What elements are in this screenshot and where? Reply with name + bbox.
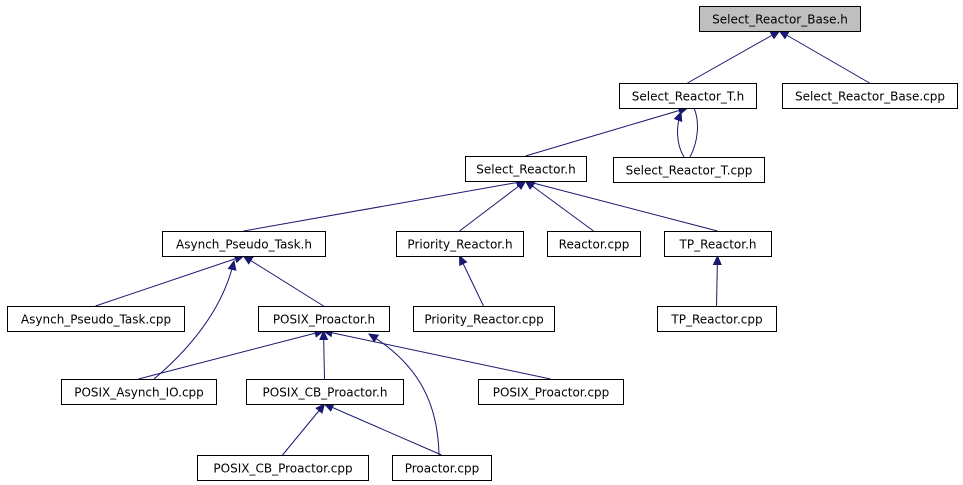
node-box (396, 231, 524, 257)
node-label: Asynch_Pseudo_Task.cpp (21, 313, 171, 327)
node-label: Asynch_Pseudo_Task.h (176, 238, 312, 252)
node-box (61, 379, 217, 405)
node-box (413, 306, 555, 332)
edge-select-reactor-t-h-to-select-reactor-base-h (687, 31, 780, 84)
node-box (478, 379, 624, 405)
edge-select-reactor-h-to-select-reactor-t-h (525, 108, 688, 157)
node-box (613, 157, 765, 183)
edge-reactor-cpp-to-select-reactor-h (526, 181, 594, 232)
node-box (657, 306, 777, 332)
node-label: Select_Reactor_Base.h (712, 13, 848, 27)
node-label: Select_Reactor.h (476, 163, 575, 177)
node-box (547, 231, 641, 257)
edge-posix-cb-proactor-h-to-posix-proactor-h (324, 331, 325, 380)
node-label: Proactor.cpp (405, 462, 480, 476)
edge-posix-proactor-cpp-to-posix-proactor-h (324, 331, 551, 380)
node-box (465, 156, 587, 182)
node-label: Select_Reactor_Base.cpp (795, 90, 945, 104)
node-priority-reactor-h[interactable]: Priority_Reactor.h (396, 231, 524, 257)
node-posix-proactor-h[interactable]: POSIX_Proactor.h (258, 306, 390, 332)
edge-select-reactor-base-cpp-to-select-reactor-base-h (780, 31, 870, 84)
node-label: POSIX_CB_Proactor.cpp (213, 462, 352, 476)
edge-tp-reactor-h-to-select-reactor-h (526, 181, 718, 232)
node-label: TP_Reactor.cpp (670, 313, 762, 327)
node-label: POSIX_Asynch_IO.cpp (74, 386, 204, 400)
node-box (246, 379, 404, 405)
node-label: Reactor.cpp (559, 238, 630, 252)
node-label: Select_Reactor_T.cpp (626, 164, 753, 178)
node-box (664, 231, 772, 257)
edge-proactor-cpp-to-posix-cb-proactor-h (325, 404, 442, 456)
node-label: TP_Reactor.h (679, 238, 757, 252)
node-label: POSIX_CB_Proactor.h (263, 386, 388, 400)
node-posix-cb-proactor-cpp[interactable]: POSIX_CB_Proactor.cpp (197, 455, 369, 481)
edge-asynch-pseudo-task-h-to-select-reactor-h (243, 181, 526, 232)
node-proactor-cpp[interactable]: Proactor.cpp (392, 455, 492, 481)
node-select-reactor-base-h[interactable]: Select_Reactor_Base.h (699, 6, 861, 32)
node-posix-asynch-io-cpp[interactable]: POSIX_Asynch_IO.cpp (61, 379, 217, 405)
node-box (7, 306, 185, 332)
edges-layer (95, 31, 870, 456)
edge-posix-cb-proactor-cpp-to-posix-cb-proactor-h (282, 404, 325, 456)
node-label: POSIX_Proactor.h (273, 313, 375, 327)
node-label: Priority_Reactor.h (407, 238, 512, 252)
node-tp-reactor-cpp[interactable]: TP_Reactor.cpp (657, 306, 777, 332)
node-posix-cb-proactor-h[interactable]: POSIX_CB_Proactor.h (246, 379, 404, 405)
edge-posix-proactor-h-to-asynch-pseudo-task-h (244, 256, 324, 307)
edge-select-reactor-t-h-to-select-reactor-t-cpp (689, 107, 698, 158)
node-box (619, 83, 757, 109)
node-box (699, 6, 861, 32)
edge-posix-asynch-io-cpp-to-asynch-pseudo-task-h (153, 261, 234, 380)
edge-posix-asynch-io-cpp-to-posix-proactor-h (138, 331, 324, 380)
node-posix-proactor-cpp[interactable]: POSIX_Proactor.cpp (478, 379, 624, 405)
node-asynch-pseudo-task-h[interactable]: Asynch_Pseudo_Task.h (162, 231, 326, 257)
node-select-reactor-base-cpp[interactable]: Select_Reactor_Base.cpp (782, 83, 958, 109)
edge-priority-reactor-h-to-select-reactor-h (459, 181, 526, 232)
node-box (197, 455, 369, 481)
node-box (162, 231, 326, 257)
node-box (258, 306, 390, 332)
edge-priority-reactor-cpp-to-priority-reactor-h (460, 256, 484, 307)
node-label: POSIX_Proactor.cpp (493, 386, 610, 400)
edge-proactor-cpp-to-posix-proactor-h (369, 334, 440, 456)
edge-asynch-pseudo-task-cpp-to-asynch-pseudo-task-h (95, 256, 244, 307)
node-select-reactor-t-h[interactable]: Select_Reactor_T.h (619, 83, 757, 109)
node-box (392, 455, 492, 481)
node-tp-reactor-h[interactable]: TP_Reactor.h (664, 231, 772, 257)
node-label: Select_Reactor_T.h (632, 90, 744, 104)
node-priority-reactor-cpp[interactable]: Priority_Reactor.cpp (413, 306, 555, 332)
node-box (782, 83, 958, 109)
node-asynch-pseudo-task-cpp[interactable]: Asynch_Pseudo_Task.cpp (7, 306, 185, 332)
edge-select-reactor-t-cpp-to-select-reactor-t-h (678, 112, 685, 158)
node-label: Priority_Reactor.cpp (424, 313, 543, 327)
node-reactor-cpp[interactable]: Reactor.cpp (547, 231, 641, 257)
node-select-reactor-t-cpp[interactable]: Select_Reactor_T.cpp (613, 157, 765, 183)
edge-tp-reactor-cpp-to-tp-reactor-h (717, 256, 718, 307)
node-select-reactor-h[interactable]: Select_Reactor.h (465, 156, 587, 182)
